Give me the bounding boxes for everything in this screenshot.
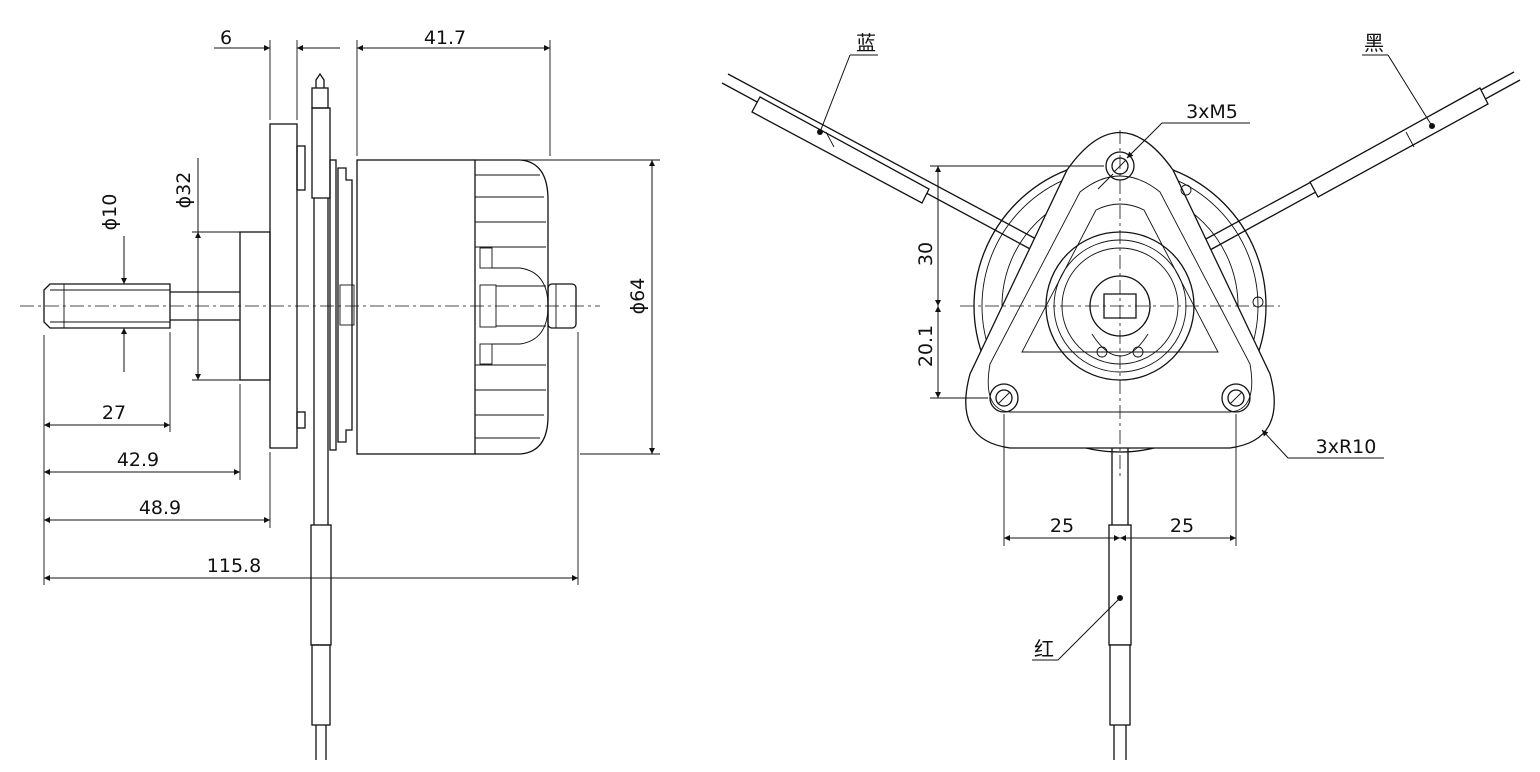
side-wire-lead	[310, 72, 332, 760]
dim-25-left-label: 25	[1050, 515, 1074, 537]
wire-black	[1203, 71, 1521, 251]
dim-25-right-label: 25	[1170, 515, 1194, 537]
holes-callout: 3xM5	[1186, 101, 1238, 123]
motor-body	[356, 159, 577, 455]
wire-label-blue: 蓝	[856, 31, 876, 55]
dim-20-1-label: 20.1	[915, 325, 937, 367]
dim-6-label: 6	[220, 27, 232, 49]
wire-blue	[721, 73, 1039, 251]
dim-dia-64-label: ϕ64	[627, 278, 649, 315]
shaft	[43, 283, 240, 329]
dim-48-9-label: 48.9	[139, 497, 181, 519]
hole-right	[1221, 383, 1251, 413]
dim-27-label: 27	[102, 402, 126, 424]
dim-dia-10-label: ϕ10	[99, 194, 121, 231]
dim-41-7-label: 41.7	[424, 27, 466, 49]
front-view: 30 20.1 25 25 3xM5 3xR10 蓝 黑 红	[721, 31, 1521, 760]
mounting-flange	[269, 123, 298, 449]
dim-42-9-label: 42.9	[117, 449, 159, 471]
dim-dia-32-label: ϕ32	[173, 172, 195, 209]
wire-label-black: 黑	[1364, 31, 1384, 55]
wire-red	[1108, 400, 1132, 760]
hole-left	[989, 383, 1019, 413]
dim-30-label: 30	[915, 242, 937, 266]
wire-label-red: 红	[1034, 637, 1054, 661]
dim-115-8-label: 115.8	[207, 555, 261, 577]
side-view: 6 41.7 ϕ10 ϕ32 ϕ64 27 42.9 48.9 115.8	[20, 27, 660, 760]
radius-callout: 3xR10	[1316, 436, 1377, 458]
